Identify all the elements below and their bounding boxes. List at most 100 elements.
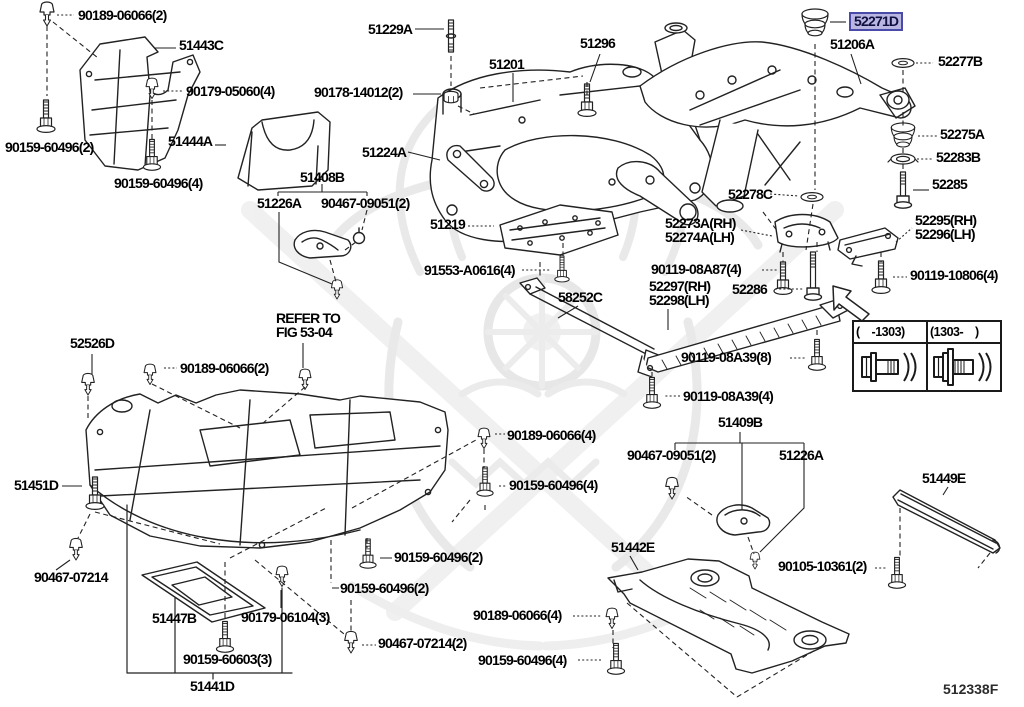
- part-label-52277b[interactable]: 52277B: [938, 53, 983, 69]
- bolt-90119-10806: [871, 260, 891, 295]
- washer-52277b: [891, 57, 915, 69]
- part-label-90159-60496-2-3[interactable]: 90159-60496(2): [340, 580, 429, 596]
- leader-lines: [55, 14, 949, 661]
- part-label-90189-06066-4-2[interactable]: 90189-06066(4): [473, 607, 562, 623]
- clip-90179-06104: [275, 565, 289, 588]
- part-51408b-bracket: [293, 227, 366, 259]
- spec-header-before: ( -1303): [854, 322, 926, 344]
- part-label-51449e[interactable]: 51449E: [922, 470, 966, 486]
- part-label-90179-05060-4[interactable]: 90179-05060(4): [186, 83, 275, 99]
- part-label-90467-07214[interactable]: 90467-07214: [34, 569, 109, 585]
- part-label-90119-08a39-8[interactable]: 90119-08A39(8): [681, 349, 772, 365]
- part-label-90159-60496-2-2[interactable]: 90159-60496(2): [394, 549, 483, 565]
- part-label-90178-14012-2[interactable]: 90178-14012(2): [314, 84, 403, 100]
- part-label-52273a-rh-52274a-lh[interactable]: 52273A(RH) 52274A(LH): [665, 215, 736, 245]
- part-label-90467-09051-2[interactable]: 90467-09051(2): [321, 195, 410, 211]
- part-51449e-sill: [892, 489, 1001, 554]
- part-label-90189-06066-4[interactable]: 90189-06066(4): [507, 427, 596, 443]
- part-52273a-bracket: [774, 213, 839, 253]
- part-label-51409b[interactable]: 51409B: [718, 414, 763, 430]
- part-label-52271d[interactable]: 52271D: [849, 12, 904, 31]
- part-label-90159-60496-4-2[interactable]: 90159-60496(4): [509, 477, 598, 493]
- part-label-refer-to-fig-53-04[interactable]: REFER TO FIG 53-04: [276, 310, 341, 340]
- part-label-51224a[interactable]: 51224A: [362, 144, 407, 160]
- clip-90189-06066-a: [39, 1, 55, 27]
- part-label-90467-09051-2-2[interactable]: 90467-09051(2): [627, 447, 716, 463]
- part-51443c-cover: [79, 36, 201, 171]
- stud-51229a: [445, 19, 457, 53]
- part-label-51296[interactable]: 51296: [580, 35, 616, 51]
- part-label-90119-08a87-4[interactable]: 90119-08A87(4): [651, 261, 742, 277]
- spec-table: ( -1303) (1303- ): [852, 320, 1002, 392]
- bolt-52286: [803, 251, 823, 301]
- bolt-90159-60496-c: [359, 538, 377, 569]
- assembly-dashed-lines: [46, 21, 991, 698]
- part-label-52278c[interactable]: 52278C: [728, 186, 773, 202]
- part-label-52286[interactable]: 52286: [732, 281, 768, 297]
- part-51206a-rear-crossmember: [615, 22, 916, 226]
- spec-header-after: (1303- ): [928, 322, 1000, 344]
- part-label-90179-06104-3[interactable]: 90179-06104(3): [241, 609, 330, 625]
- part-58252c-brace: [519, 277, 662, 370]
- part-label-51226a[interactable]: 51226A: [257, 195, 302, 211]
- part-label-52526d[interactable]: 52526D: [70, 335, 115, 351]
- part-label-91553-a0616-4[interactable]: 91553-A0616(4): [424, 262, 516, 278]
- part-label-52283b[interactable]: 52283B: [936, 149, 981, 165]
- part-label-51408b[interactable]: 51408B: [300, 169, 345, 185]
- part-51219-plate: [499, 204, 619, 256]
- part-label-90159-60496-4[interactable]: 90159-60496(4): [114, 175, 203, 191]
- part-label-52275a[interactable]: 52275A: [940, 126, 985, 142]
- part-label-90159-60496-2[interactable]: 90159-60496(2): [5, 139, 94, 155]
- part-51442e-under-cover: [607, 558, 850, 674]
- direction-arrow-icon: [832, 285, 870, 322]
- bolt-90159-60496-e: [606, 642, 626, 675]
- part-label-58252c[interactable]: 58252C: [558, 289, 603, 305]
- bolt-91553-a0616: [554, 255, 570, 283]
- clip-52526d: [81, 372, 95, 396]
- part-51447b-plate: [141, 561, 266, 623]
- spec-bolt-before-icon: [854, 344, 926, 390]
- watermark-logo: [241, 78, 844, 651]
- part-label-52285[interactable]: 52285: [932, 176, 968, 192]
- part-51444a-cover: [237, 111, 331, 191]
- part-label-90189-06066-2-2[interactable]: 90189-06066(2): [180, 360, 269, 376]
- part-label-51447b[interactable]: 51447B: [152, 610, 197, 626]
- part-label-52295-rh-52296-lh[interactable]: 52295(RH) 52296(LH): [915, 212, 977, 242]
- bolt-90105-10361: [887, 556, 907, 589]
- part-label-90105-10361-2[interactable]: 90105-10361(2): [778, 558, 867, 574]
- part-label-90159-60603-3[interactable]: 90159-60603(3): [183, 651, 272, 667]
- part-label-51442e[interactable]: 51442E: [611, 539, 655, 555]
- bolt-90119-08a39-8: [807, 338, 827, 371]
- part-label-51219[interactable]: 51219: [430, 216, 466, 232]
- ring-52283b: [887, 153, 919, 165]
- bolt-90159-60603: [215, 620, 235, 653]
- part-label-90189-06066-2[interactable]: 90189-06066(2): [78, 7, 167, 23]
- spec-bolt-after-icon: [928, 344, 1000, 390]
- part-label-90467-07214-2[interactable]: 90467-07214(2): [378, 635, 467, 651]
- part-label-51229a[interactable]: 51229A: [368, 21, 413, 37]
- clip-refer-fig: [298, 368, 312, 391]
- part-label-90159-60496-4-3[interactable]: 90159-60496(4): [478, 652, 567, 668]
- clip-90189-06066-b: [143, 363, 157, 386]
- part-label-51206a[interactable]: 51206A: [830, 36, 875, 52]
- part-label-51451d[interactable]: 51451D: [14, 477, 59, 493]
- part-51451d-under-cover: [85, 389, 449, 549]
- bolt-52285: [893, 171, 913, 209]
- part-label-51201[interactable]: 51201: [489, 56, 525, 72]
- part-51224a-bracket: [446, 144, 495, 192]
- part-label-52297-rh-52298-lh[interactable]: 52297(RH) 52298(LH): [649, 278, 711, 308]
- bolt-90159-60496-a: [36, 99, 56, 134]
- part-label-90119-10806-4[interactable]: 90119-10806(4): [910, 267, 998, 283]
- spec-col-after-1303: (1303- ): [926, 322, 1000, 390]
- part-label-51444a[interactable]: 51444A: [168, 133, 213, 149]
- part-label-90119-08a39-4[interactable]: 90119-08A39(4): [683, 388, 774, 404]
- part-52295-stay: [837, 227, 899, 267]
- part-label-51443c[interactable]: 51443C: [179, 37, 224, 53]
- part-51409b-support: [716, 504, 771, 536]
- clip-51226a-rear: [749, 551, 761, 570]
- part-label-51441d[interactable]: 51441D: [190, 678, 235, 694]
- clip-90189-06066-d: [605, 607, 619, 630]
- part-label-51226a-2[interactable]: 51226A: [779, 447, 824, 463]
